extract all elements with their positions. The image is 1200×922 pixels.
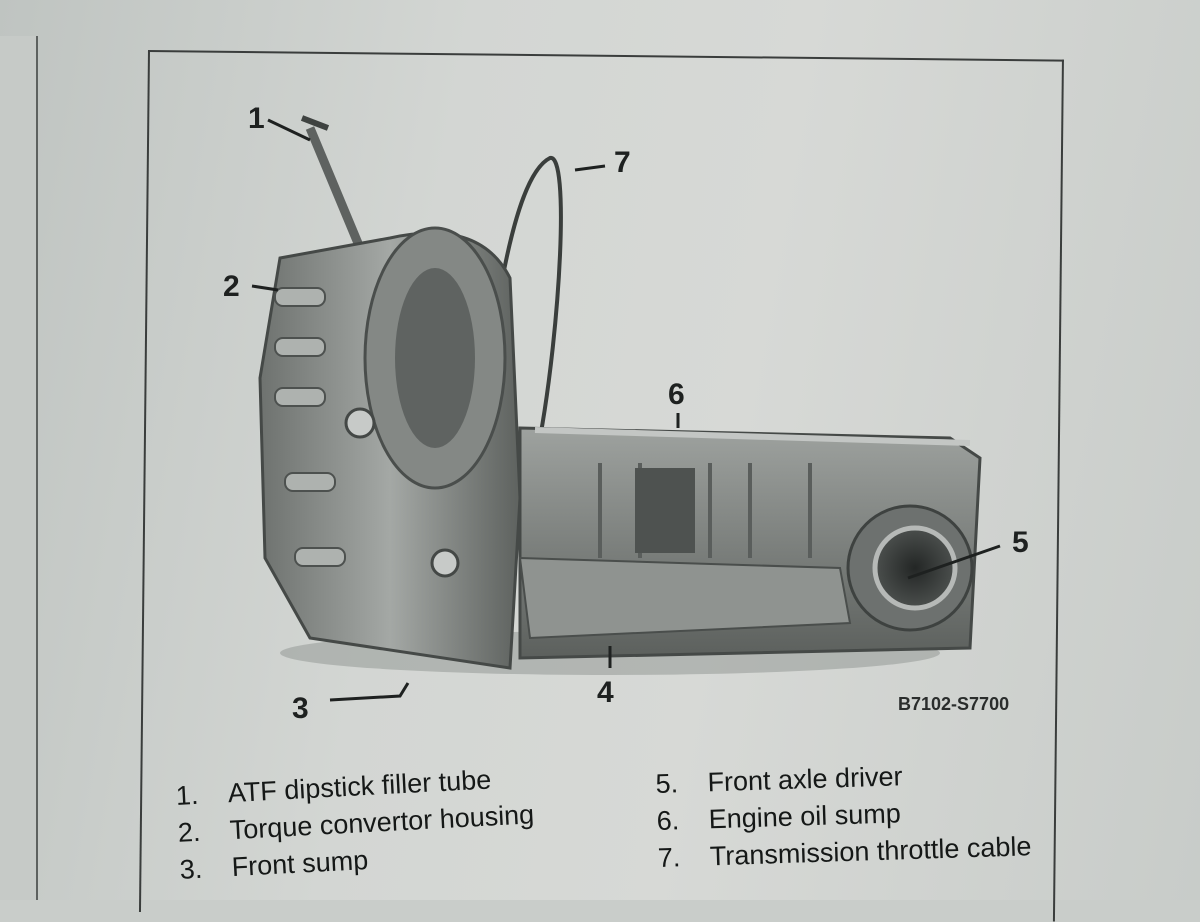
adjacent-page-edge [0, 36, 38, 900]
callout-2: 2 [223, 270, 240, 303]
legend-right-column: 5.Front axle driver 6.Engine oil sump 7.… [655, 754, 1032, 877]
callout-3: 3 [292, 692, 309, 725]
legend-left-column: 1.ATF dipstick filler tube 2.Torque conv… [175, 759, 537, 889]
callout-5: 5 [1012, 526, 1029, 559]
callout-7: 7 [614, 146, 631, 179]
callout-6: 6 [668, 378, 685, 411]
figure-reference-code: B7102-S7700 [898, 694, 1010, 714]
callout-4: 4 [597, 676, 614, 709]
transmission-photo [251, 115, 1001, 702]
callout-1: 1 [248, 102, 265, 135]
